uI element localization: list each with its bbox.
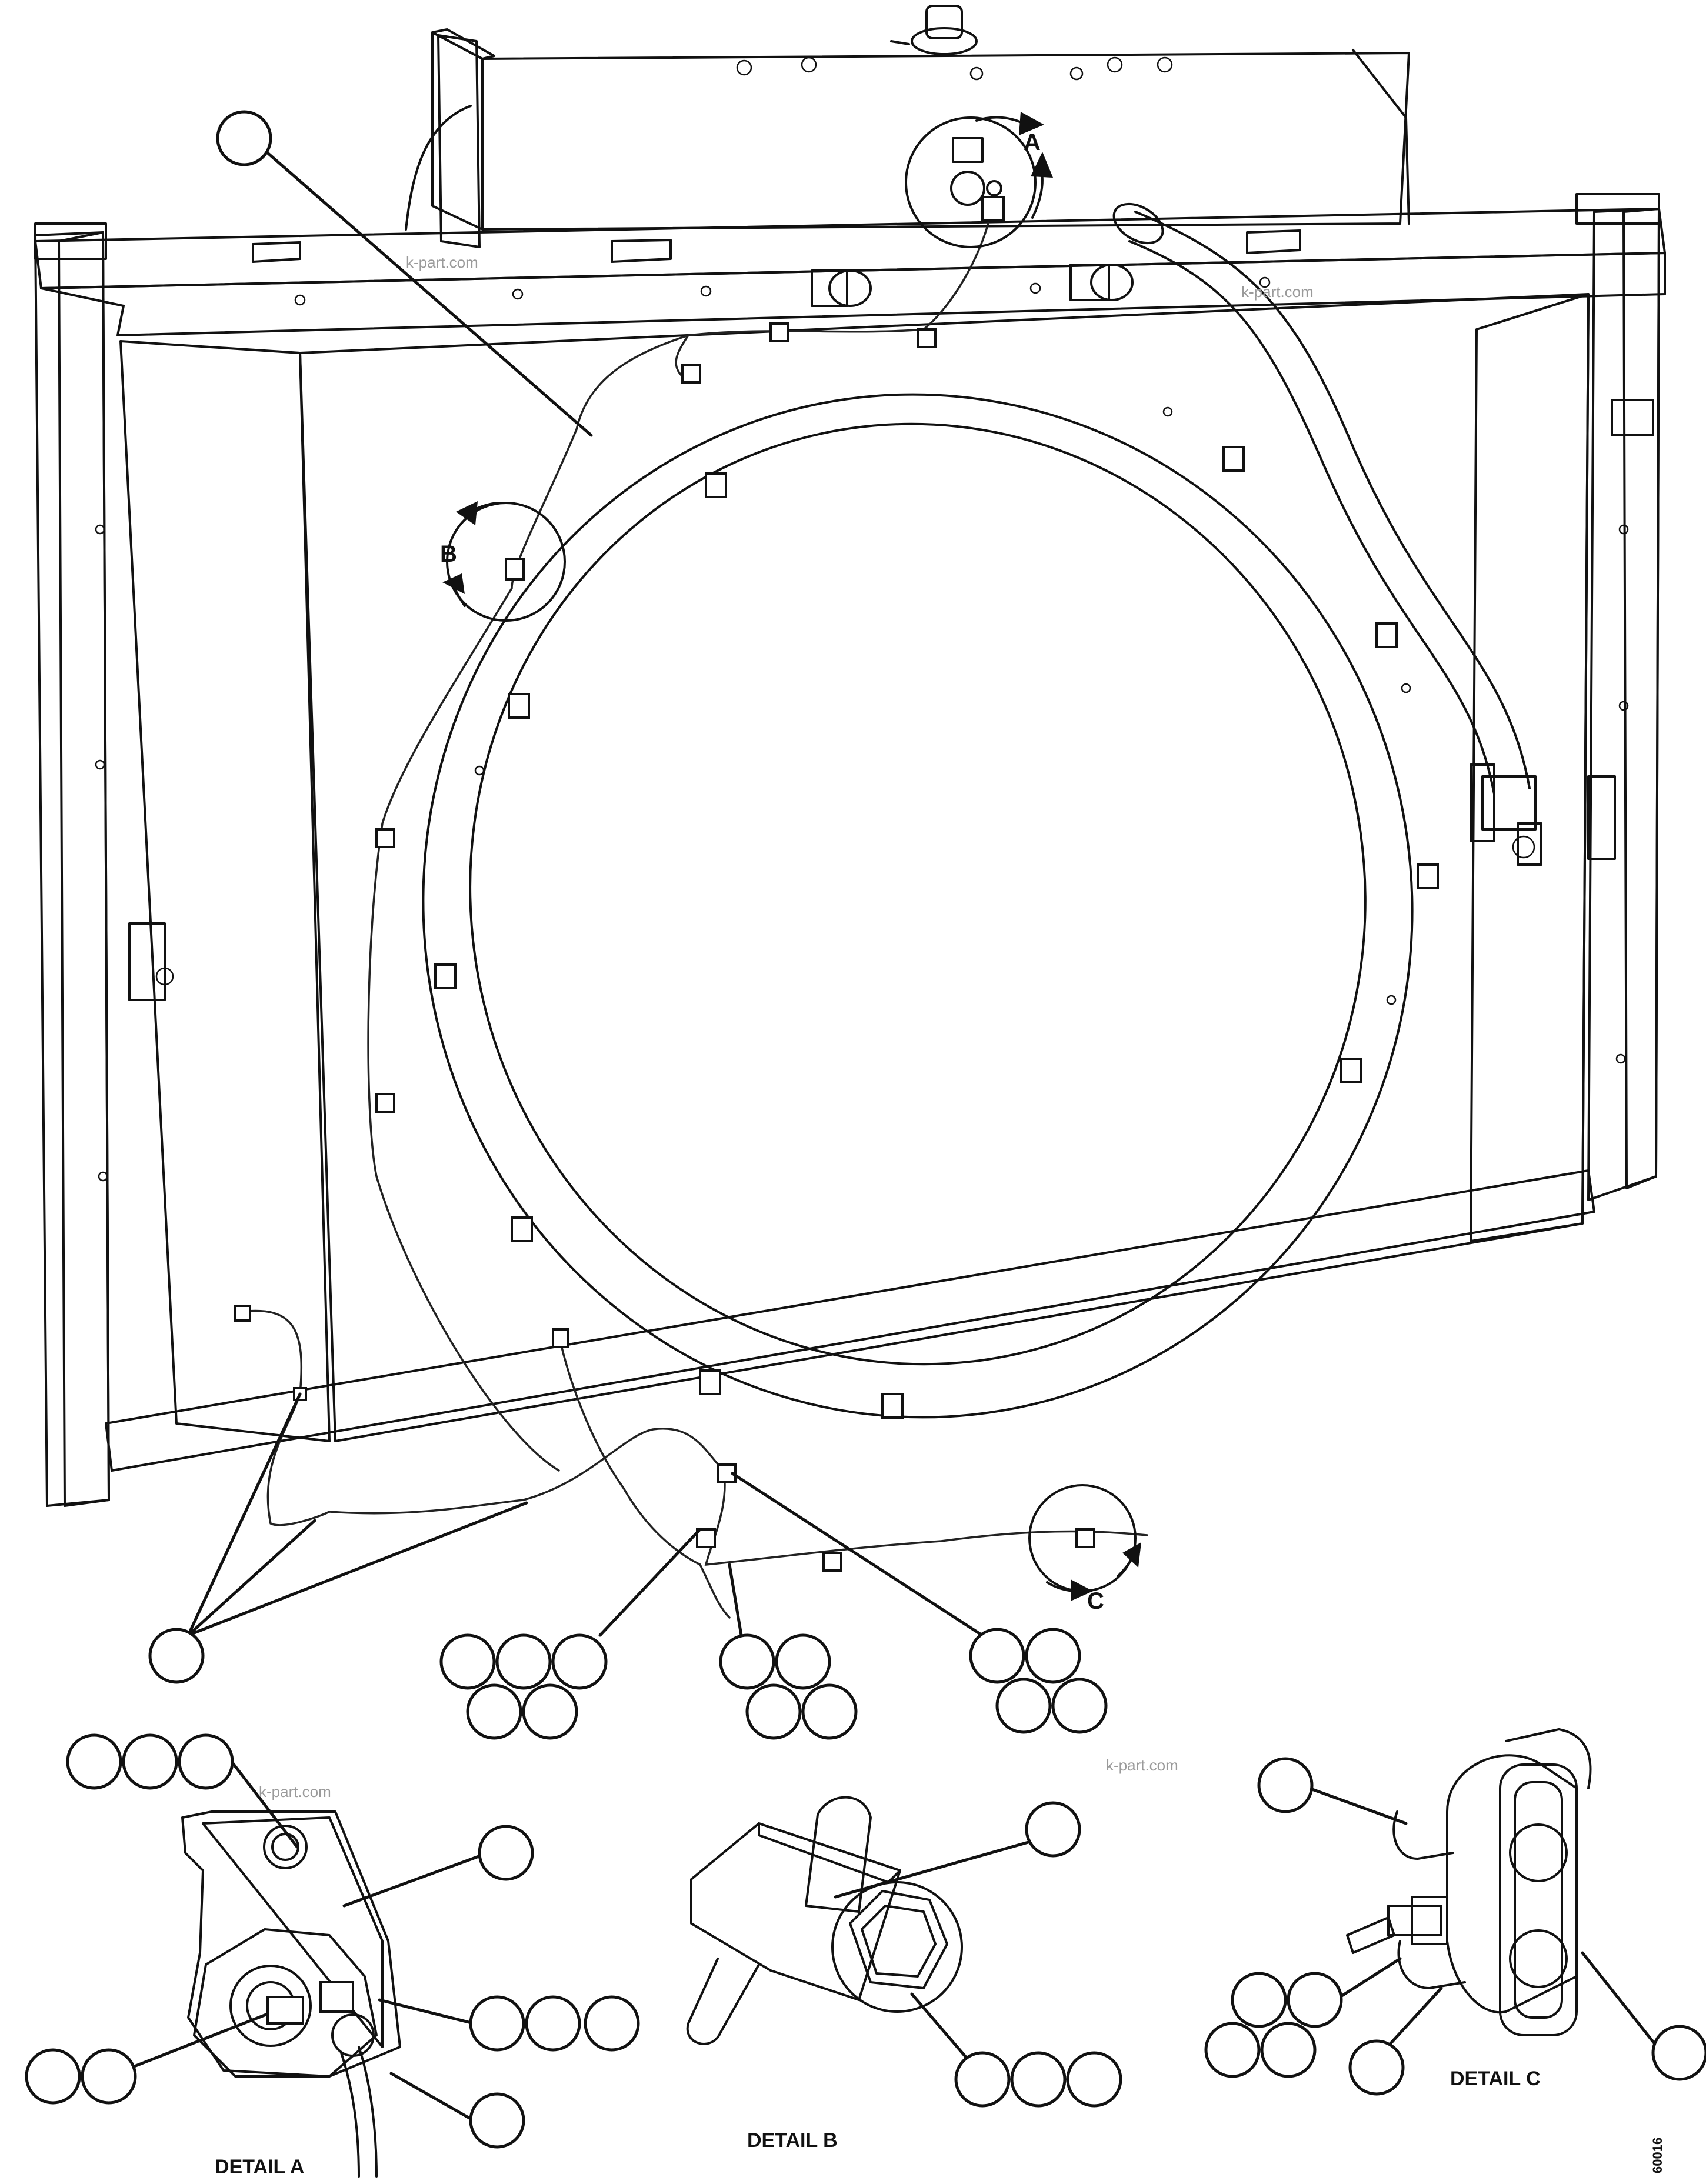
- item-bubble: [995, 1678, 1052, 1734]
- item-bubble: [1010, 2051, 1067, 2108]
- item-bubble: [81, 2048, 137, 2105]
- item-bubble: [439, 1633, 496, 1690]
- item-bubble: [551, 1633, 608, 1690]
- expansion-tank: [405, 5, 1410, 248]
- leader-lines: [107, 151, 1664, 2122]
- item-bubble: [525, 1995, 581, 2052]
- watermark: k-part.com: [406, 254, 478, 271]
- wiring-harness: [234, 193, 1148, 1619]
- detail-c-label: DETAIL C: [1450, 2068, 1541, 2090]
- item-bubble: [1051, 1678, 1108, 1734]
- view-indicator-b: B: [440, 501, 566, 622]
- fan-shroud-ring: [422, 393, 1439, 1419]
- item-bubble: [66, 1733, 122, 1790]
- detail-c-drawing: [1346, 1728, 1592, 2036]
- item-bubble: [1204, 2022, 1261, 2078]
- item-bubble: [745, 1683, 802, 1740]
- item-bubble: [954, 2051, 1011, 2108]
- item-bubble: [466, 1683, 522, 1740]
- item-bubble: [719, 1633, 775, 1690]
- item-bubbles: [25, 110, 1706, 2149]
- item-bubble: [801, 1683, 858, 1740]
- item-bubble: [148, 1628, 205, 1684]
- callout-label-a: A: [1024, 129, 1041, 155]
- item-bubble: [1066, 2051, 1122, 2108]
- item-bubble: [1287, 1972, 1343, 2028]
- item-bubble: [178, 1733, 234, 1790]
- item-bubble: [216, 110, 272, 166]
- item-bubble: [1257, 1757, 1314, 1813]
- item-bubble: [1025, 1801, 1081, 1858]
- item-bubble: [469, 2092, 525, 2149]
- item-bubble: [1260, 2022, 1317, 2078]
- figure-number: 60016: [1650, 2138, 1665, 2173]
- detail-a-label: DETAIL A: [215, 2156, 304, 2178]
- item-bubble: [522, 1683, 578, 1740]
- item-bubble: [469, 1995, 525, 2052]
- callout-label-c: C: [1087, 1588, 1104, 1614]
- upper-radiator-hose: [811, 202, 1542, 866]
- item-bubble: [584, 1995, 640, 2052]
- item-bubble: [122, 1733, 178, 1790]
- item-bubble: [1348, 2039, 1405, 2096]
- view-indicator-c: C: [1028, 1484, 1141, 1614]
- watermark: k-part.com: [259, 1783, 331, 1800]
- item-bubble: [1231, 1972, 1287, 2028]
- detail-b-label: DETAIL B: [747, 2129, 838, 2152]
- detail-a-drawing: [181, 1810, 401, 2178]
- item-bubble: [478, 1825, 534, 1881]
- item-bubble: [25, 2048, 81, 2105]
- watermark: k-part.com: [1241, 283, 1314, 301]
- view-indicator-a: A: [905, 112, 1053, 248]
- watermark: k-part.com: [1106, 1756, 1178, 1774]
- item-bubble: [1651, 2025, 1706, 2081]
- item-bubble: [1025, 1628, 1081, 1684]
- detail-b-drawing: [686, 1796, 963, 2045]
- item-bubble: [969, 1628, 1025, 1684]
- item-bubble: [775, 1633, 831, 1690]
- callout-label-b: B: [440, 541, 457, 567]
- radiator-frame: [34, 193, 1666, 1507]
- item-bubble: [495, 1633, 552, 1690]
